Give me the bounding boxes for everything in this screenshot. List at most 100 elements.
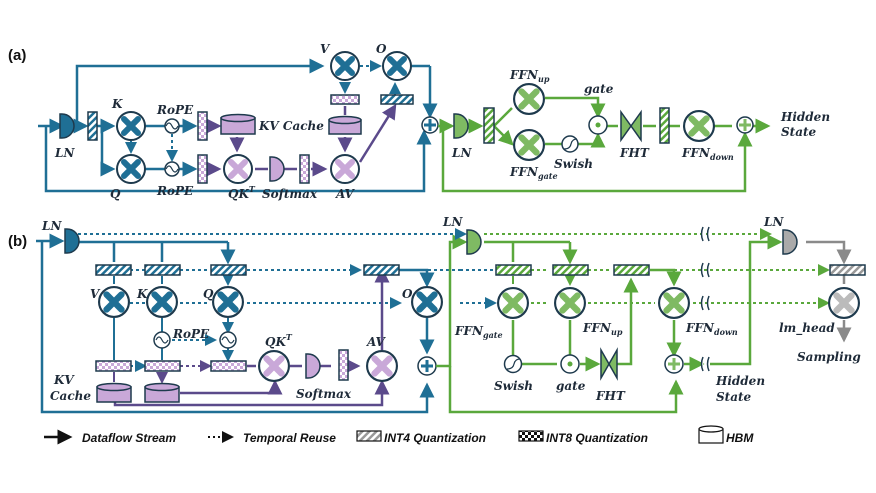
ffn-up-matmul-icon: [514, 84, 544, 114]
break-marker: [700, 226, 710, 372]
label-ffn-gate: FFNgate: [509, 165, 558, 181]
label-swish: Swish: [554, 157, 593, 171]
legend-dataflow: Dataflow Stream: [82, 431, 176, 445]
ffn-down-matmul-icon: [684, 111, 714, 141]
legend-int8: INT8 Quantization: [546, 431, 648, 445]
k-matmul-icon: [117, 112, 145, 140]
label-swish: Swish: [494, 379, 533, 393]
label-ffn-up: FFNup: [509, 68, 550, 84]
label-hidden: Hidden: [715, 374, 765, 388]
label-o: O: [402, 287, 413, 301]
panel-a-attention: LN K Q RoPE RoPE KV Cache QKT Softmax AV…: [38, 42, 439, 201]
label-kv-cache: KV Cache: [258, 119, 324, 133]
av-matmul-icon: [331, 155, 359, 183]
o-matmul-icon: [383, 52, 411, 80]
v-matmul-icon: [99, 287, 129, 317]
kv-cache-hbm-icon: [328, 115, 362, 135]
panel-b-attention: LN V K Q RoPE QKT AV Softmax KV Cache O: [36, 219, 460, 414]
panel-b-tag: (b): [8, 233, 27, 250]
label-k: K: [136, 287, 148, 301]
av-matmul-icon: [367, 351, 397, 381]
kv-cache-hbm-icon: [144, 382, 180, 403]
label-ln: LN: [442, 215, 463, 229]
kv-cache-hbm-icon: [220, 113, 256, 135]
qkt-matmul-icon: [224, 155, 252, 183]
legend-hbm: HBM: [726, 431, 754, 445]
label-gate: gate: [584, 82, 614, 96]
label-hidden: Hidden: [780, 110, 830, 124]
softmax-icon: [269, 156, 285, 182]
hbm-icon: [698, 425, 724, 444]
q-matmul-icon: [213, 287, 243, 317]
fht-icon: [600, 347, 618, 381]
label-rope: RoPE: [172, 327, 210, 341]
panel-b-ffn: LN FFNgate FFNup FFNdown Swish gate FHT …: [436, 215, 866, 414]
ffn-down-matmul-icon: [659, 288, 689, 318]
legend-temporal-reuse: Temporal Reuse: [243, 431, 336, 445]
panel-a-tag: (a): [8, 47, 26, 64]
int8-quant-block: [299, 154, 310, 184]
gate-mul-icon: [588, 115, 608, 135]
label-rope: RoPE: [156, 103, 194, 117]
int4-quant-block: [87, 111, 98, 141]
label-fht: FHT: [595, 389, 626, 403]
label-state: State: [781, 125, 817, 139]
gate-mul-icon: [560, 354, 580, 374]
label-av: AV: [335, 187, 355, 201]
fht-icon: [620, 109, 642, 143]
swish-icon: [503, 354, 523, 374]
ffn-up-matmul-icon: [555, 288, 585, 318]
legend-int4: INT4 Quantization: [384, 431, 486, 445]
int8-quant-block: [197, 111, 208, 141]
label-fht: FHT: [619, 146, 650, 160]
qkt-matmul-icon: [259, 351, 289, 381]
kv-cache-hbm-icon: [96, 382, 132, 403]
label-ln: LN: [763, 215, 784, 229]
label-kv: KV: [53, 373, 75, 387]
residual-add-icon: [417, 356, 437, 376]
label-ffn-down: FFNdown: [681, 146, 734, 162]
k-matmul-icon: [147, 287, 177, 317]
label-cache: Cache: [50, 389, 91, 403]
ffn-gate-matmul-icon: [514, 130, 544, 160]
residual-add-icon: [736, 116, 754, 134]
label-qkt: QKT: [228, 184, 256, 201]
softmax-icon: [305, 353, 321, 379]
label-ln: LN: [41, 219, 62, 233]
label-qkt: QKT: [265, 332, 293, 349]
rope-icon: [153, 331, 171, 349]
lm-head-matmul-icon: [829, 288, 859, 318]
label-rope: RoPE: [156, 184, 194, 198]
label-k: K: [111, 97, 123, 111]
rope-icon: [164, 118, 180, 134]
int4-quant-block: [380, 94, 414, 105]
panel-a-ffn: LN FFNup gate Swish FFNgate FHT FFNdown …: [438, 68, 830, 193]
residual-add-icon: [421, 116, 439, 134]
swish-icon: [561, 135, 579, 153]
label-ffn-down: FFNdown: [685, 321, 738, 337]
rope-icon: [219, 331, 237, 349]
label-v: V: [90, 287, 101, 301]
label-v: V: [320, 42, 331, 56]
label-softmax: Softmax: [296, 387, 352, 401]
label-state: State: [716, 390, 752, 404]
label-lm-head: lm_head: [779, 321, 835, 336]
int8-quant-block: [330, 94, 360, 105]
label-ffn-up: FFNup: [582, 321, 623, 337]
int8-quant-block: [197, 154, 208, 184]
label-q: Q: [110, 187, 121, 201]
v-matmul-icon: [331, 52, 359, 80]
residual-add-icon: [664, 354, 684, 374]
label-ln: LN: [451, 146, 472, 160]
ffn-gate-matmul-icon: [498, 288, 528, 318]
ln-block: [59, 113, 75, 139]
legend: Dataflow Stream Temporal Reuse INT4 Quan…: [44, 425, 754, 445]
label-ln: LN: [54, 146, 75, 160]
label-softmax: Softmax: [262, 187, 318, 201]
q-matmul-icon: [117, 155, 145, 183]
label-ffn-gate: FFNgate: [454, 324, 503, 340]
label-q: Q: [203, 287, 214, 301]
int4-pattern-icon: [356, 430, 382, 442]
o-matmul-icon: [412, 287, 442, 317]
